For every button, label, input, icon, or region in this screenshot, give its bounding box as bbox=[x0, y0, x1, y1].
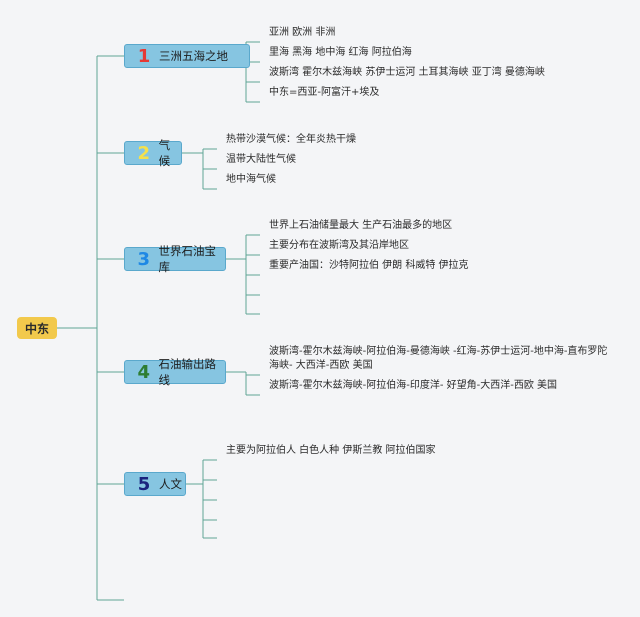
topic-label: 石油输出路线 bbox=[158, 357, 217, 387]
topic-number: 3 bbox=[137, 248, 151, 270]
topic-label: 人文 bbox=[159, 477, 182, 491]
leaf-node[interactable]: 主要分布在波斯湾及其沿岸地区 bbox=[269, 240, 409, 251]
leaf-node[interactable]: 重要产油国：沙特阿拉伯 伊朗 科威特 伊拉克 bbox=[269, 260, 469, 271]
leaf-node[interactable]: 波斯湾-霍尔木兹海峡-阿拉伯海-印度洋- 好望角-大西洋-西欧 美国 bbox=[269, 380, 558, 391]
topic-number: 2 bbox=[137, 142, 151, 164]
root-label: 中东 bbox=[24, 321, 49, 336]
leaf-node[interactable]: 地中海气候 bbox=[226, 174, 276, 185]
topic-node-5[interactable]: 5 人文 bbox=[124, 472, 186, 496]
topic-node-3[interactable]: 3 世界石油宝库 bbox=[124, 244, 226, 274]
topic-label: 气候 bbox=[158, 138, 171, 168]
leaf-node[interactable]: 波斯湾 霍尔木兹海峡 苏伊士运河 土耳其海峡 亚丁湾 曼德海峡 bbox=[269, 67, 545, 78]
topic-number: 4 bbox=[137, 361, 151, 383]
leaf-node[interactable]: 波斯湾-霍尔木兹海峡-阿拉伯海-曼德海峡 -红海-苏伊士运河-地中海-直布罗陀海… bbox=[269, 346, 608, 371]
topic-label: 三洲五海之地 bbox=[159, 49, 228, 63]
leaf-node[interactable]: 世界上石油储量最大 生产石油最多的地区 bbox=[269, 220, 453, 231]
leaf-node[interactable]: 热带沙漠气候：全年炎热干燥 bbox=[226, 134, 356, 145]
topic-number: 5 bbox=[137, 473, 151, 495]
topic-label: 世界石油宝库 bbox=[158, 244, 217, 274]
leaf-node[interactable]: 亚洲 欧洲 非洲 bbox=[269, 27, 336, 38]
leaf-node[interactable]: 里海 黑海 地中海 红海 阿拉伯海 bbox=[269, 47, 412, 58]
topic-node-4[interactable]: 4 石油输出路线 bbox=[124, 357, 226, 387]
topic-number: 1 bbox=[137, 45, 151, 67]
root-node[interactable]: 中东 bbox=[17, 317, 57, 339]
topic-node-1[interactable]: 1 三洲五海之地 bbox=[124, 44, 250, 68]
leaf-node[interactable]: 中东=西亚-阿富汗+埃及 bbox=[269, 87, 380, 98]
leaf-node[interactable]: 主要为阿拉伯人 白色人种 伊斯兰教 阿拉伯国家 bbox=[226, 445, 436, 456]
topic-node-2[interactable]: 2 气候 bbox=[124, 138, 182, 168]
leaf-node[interactable]: 温带大陆性气候 bbox=[226, 154, 296, 165]
